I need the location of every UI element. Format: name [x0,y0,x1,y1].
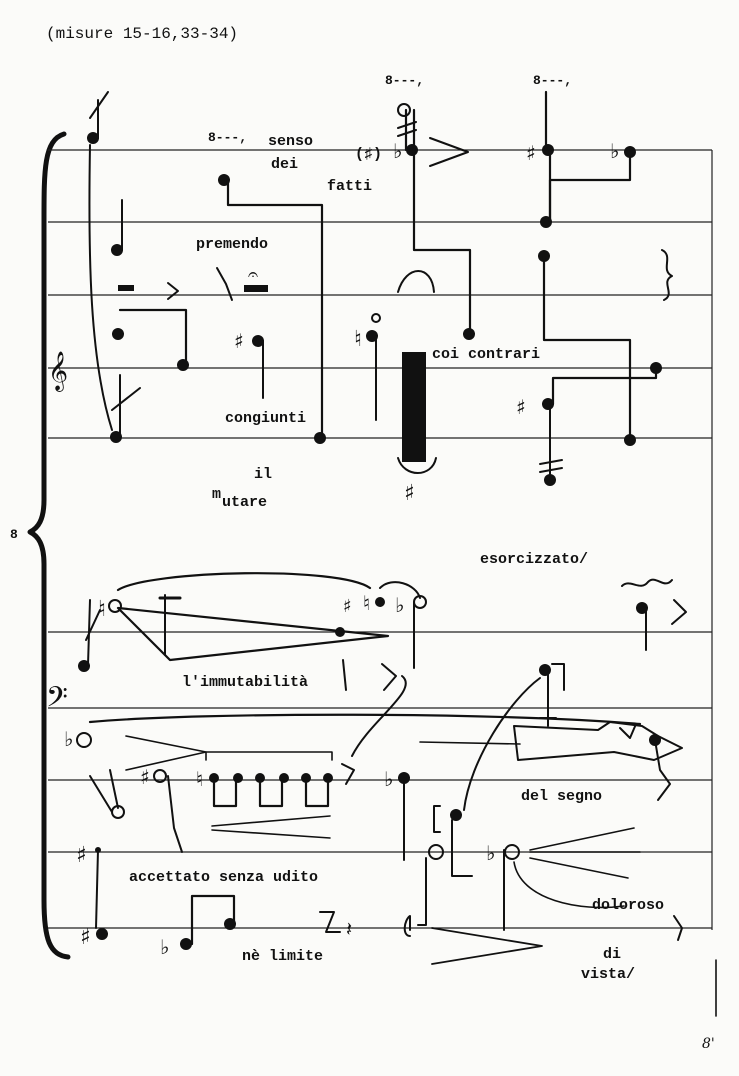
svg-text:♮: ♮ [196,767,203,791]
note-head [650,362,662,374]
note-head [177,359,189,371]
text-immutabilita: l'immutabilità [182,674,308,691]
text-fatti: fatti [327,178,372,195]
text-mutare-initial: m [212,486,221,503]
svg-text:♯: ♯ [76,843,87,868]
svg-text:♯: ♯ [80,925,91,950]
note-head [375,597,385,607]
svg-text:𝄽: 𝄽 [346,917,352,941]
text-mutare: utare [222,494,267,511]
text-vista: vista/ [581,966,635,983]
svg-text:♮: ♮ [363,591,370,615]
note-head [624,146,636,158]
lower-notation: ♮ ♯ ♮ ♭ ♭ ♯ ♮ [64,572,717,1017]
page-mark: 8' [702,1036,715,1052]
svg-text:♮: ♮ [98,597,106,622]
svg-text:♭: ♭ [486,841,495,865]
note-head [111,244,123,256]
bracketed-sharp: (♯) [355,146,382,163]
note-head [450,809,462,821]
system-number: 8 [10,527,18,542]
note-head [544,474,556,486]
bass-clef-icon: 𝄢 [46,681,68,721]
svg-text:♯: ♯ [234,329,244,353]
note-head [87,132,99,144]
svg-text:♯: ♯ [404,481,415,506]
note-head [406,144,418,156]
ottava-mark-3: 8---, [533,73,572,88]
svg-text:♭: ♭ [610,139,619,163]
svg-text:♭: ♭ [393,139,402,163]
text-dei: dei [271,156,298,173]
text-accettato: accettato senza udito [129,869,318,886]
note-head [649,734,661,746]
note-head [112,328,124,340]
ottava-mark-2: 8---, [385,73,424,88]
svg-text:♯: ♯ [516,395,526,419]
svg-text:♭: ♭ [64,727,73,751]
note-head [335,627,345,637]
svg-text:♭: ♭ [395,593,404,617]
svg-text:𝄐: 𝄐 [248,264,258,285]
text-congiunti: congiunti [225,410,306,427]
system-brace [27,131,71,960]
svg-text:♭: ♭ [384,767,393,791]
svg-text:♯: ♯ [140,765,150,789]
measure-header: (misure 15-16,33-34) [46,25,238,43]
text-ne-limite: nè limite [242,948,323,965]
text-senso: senso [268,133,313,150]
note-head [624,434,636,446]
note-head [224,918,236,930]
text-il: il [254,466,272,483]
upper-notation: 𝄐 ♯ ♮ ♯ (♯) ♭ ♯ ♭ [87,90,673,506]
svg-text:♯: ♯ [343,596,352,617]
text-esorcizzato: esorcizzato/ [480,551,588,568]
note-head [542,144,554,156]
svg-text:♭: ♭ [160,935,169,959]
text-doloroso: doloroso [592,897,664,914]
svg-text:♯: ♯ [526,141,536,165]
note-head [463,328,475,340]
text-coi-contrari: coi contrari [432,346,540,363]
cluster-block [402,352,426,462]
text-premendo: premendo [196,236,268,253]
note-head [252,335,264,347]
note-head [314,432,326,444]
text-di: di [603,946,621,963]
note-head [96,928,108,940]
note-head [78,660,90,672]
upper-staff [48,149,712,439]
text-del-segno: del segno [521,788,602,805]
note-head [180,938,192,950]
note-head [539,664,551,676]
svg-text:♮: ♮ [354,327,362,352]
treble-clef-icon: 𝄞 [48,351,68,392]
ottava-mark-1: 8---, [208,130,247,145]
